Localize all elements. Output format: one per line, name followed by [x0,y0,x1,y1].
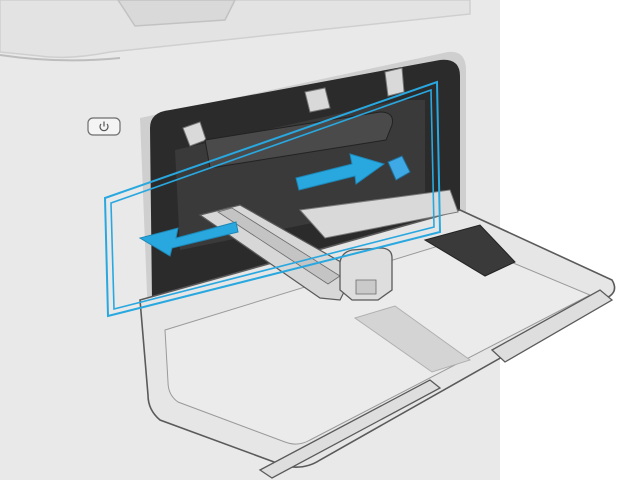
arrow-left-icon [138,221,239,257]
callout-outer [103,80,442,318]
tray-slot [423,224,516,277]
rear-guide-right [384,67,405,97]
width-guide-handle[interactable] [339,247,393,301]
printer-top-panel [0,0,471,59]
guide-release-tab[interactable] [387,155,411,181]
tray-center-channel [353,305,472,373]
power-icon [99,121,109,132]
callout-inner [110,88,435,311]
width-guide-handle-notch [355,279,377,295]
tray-lip [258,379,442,479]
rear-guide-mid [304,87,331,113]
tray-extension [490,289,614,363]
paper-plate [298,189,459,239]
top-edge-line [0,54,121,62]
arrow-right-icon [295,153,386,191]
top-recess [117,0,236,27]
front-tray-inner [164,239,592,445]
